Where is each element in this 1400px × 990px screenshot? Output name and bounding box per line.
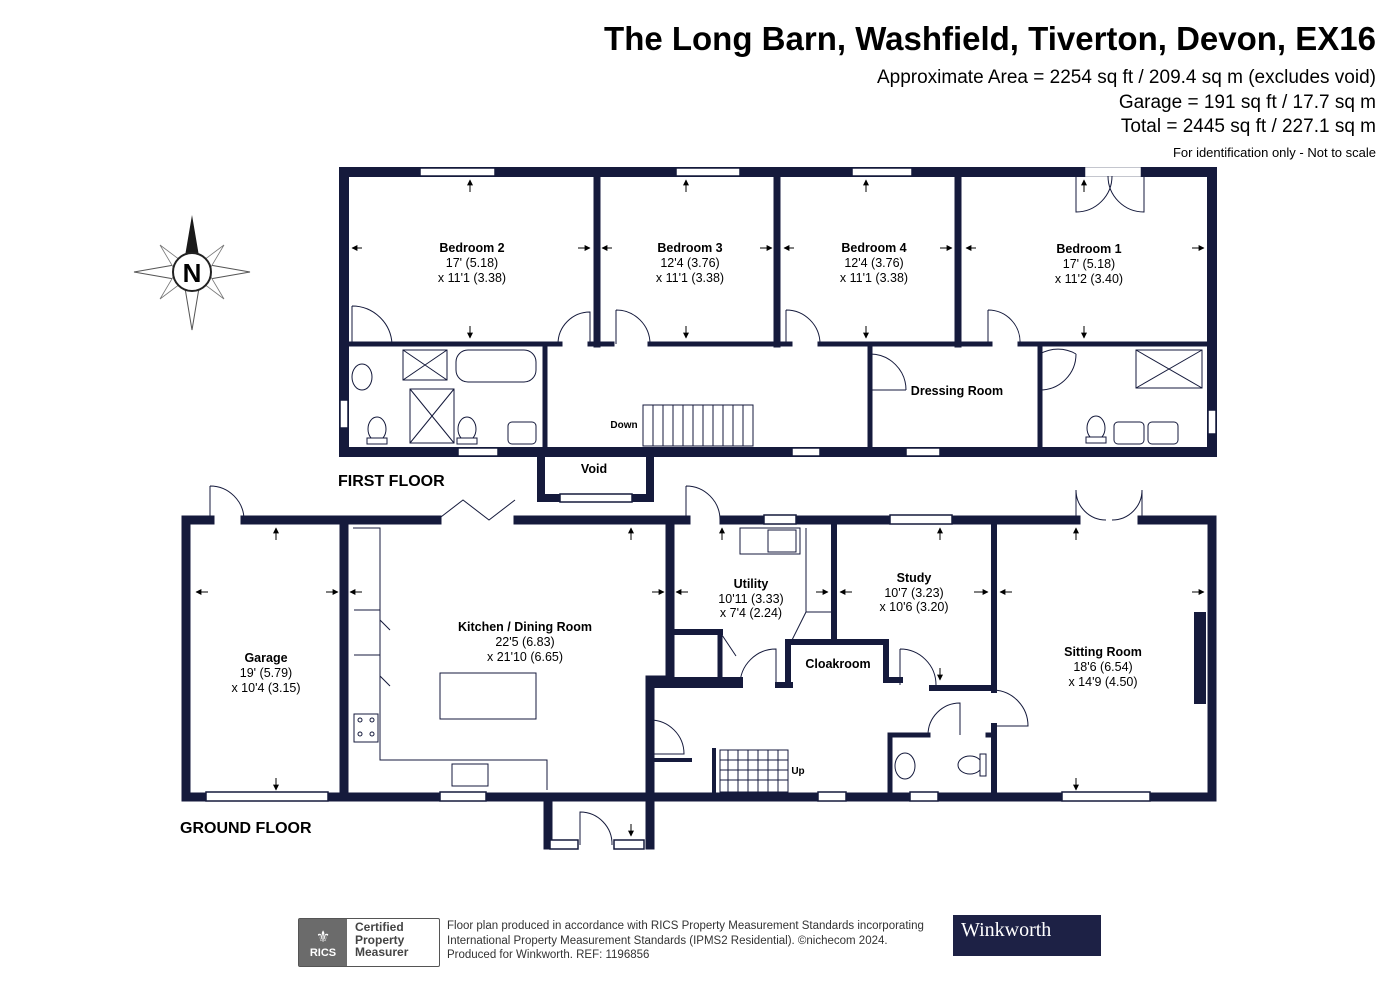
room-dim-bedroom4-b: x 11'1 (3.38) [840, 271, 908, 285]
room-name-utility: Utility [734, 577, 769, 591]
room-dim-bedroom3-b: x 11'1 (3.38) [656, 271, 724, 285]
brand-logo: Winkworth [953, 915, 1101, 956]
ground-floor-label: GROUND FLOOR [180, 820, 312, 837]
room-dim-utility-b: x 7'4 (2.24) [720, 606, 782, 620]
dimension-arrows [351, 179, 1205, 339]
scale-note: For identification only - Not to scale [1172, 145, 1376, 160]
room-dim-bedroom1-b: x 11'2 (3.40) [1055, 272, 1123, 286]
ground-dimension-arrows [195, 527, 1205, 837]
room-dim-sitting-a: 18'6 (6.54) [1073, 660, 1132, 674]
room-dim-garage-a: 19' (5.79) [240, 666, 292, 680]
room-name-bedroom1: Bedroom 1 [1056, 242, 1121, 256]
ground-floor [181, 515, 1217, 850]
footer-line-3: Produced for Winkworth. REF: 1196856 [447, 949, 650, 961]
area-garage: Garage = 191 sq ft / 17.7 sq m [1118, 92, 1376, 113]
room-name-bedroom3: Bedroom 3 [657, 241, 722, 255]
room-dim-bedroom2-b: x 11'1 (3.38) [438, 271, 506, 285]
stairs-up-label: Up [791, 766, 804, 777]
french-door-icon [1075, 175, 1145, 213]
room-name-sitting: Sitting Room [1064, 645, 1142, 659]
room-dim-kitchen-b: x 21'10 (6.65) [487, 650, 563, 664]
kitchen-units [353, 527, 834, 790]
first-floor-windows [339, 167, 1217, 503]
footer-disclaimer: Floor plan produced in accordance with R… [447, 919, 924, 963]
first-floor [339, 167, 1217, 502]
rics-line-2: Property [355, 932, 405, 947]
rics-line-1: Certified [355, 920, 404, 934]
room-name-cloakroom: Cloakroom [805, 657, 870, 671]
rics-logo-text: RICS [309, 946, 337, 959]
rics-logo: ⚜ RICS [299, 919, 347, 966]
first-floor-label: FIRST FLOOR [338, 473, 445, 490]
room-dim-bedroom1-a: 17' (5.18) [1063, 257, 1115, 271]
room-dim-study-b: x 10'6 (3.20) [879, 600, 948, 614]
area-total: Total = 2445 sq ft / 227.1 sq m [1120, 116, 1376, 137]
room-name-dressing: Dressing Room [911, 384, 1003, 398]
room-dim-sitting-b: x 14'9 (4.50) [1068, 675, 1137, 689]
stairs-up-icon [719, 749, 789, 793]
room-name-void: Void [581, 462, 607, 476]
room-dim-utility-a: 10'11 (3.33) [718, 592, 783, 606]
room-name-bedroom2: Bedroom 2 [439, 241, 504, 255]
room-dim-bedroom3-a: 12'4 (3.76) [660, 256, 719, 270]
room-dim-bedroom4-a: 12'4 (3.76) [844, 256, 903, 270]
room-dim-garage-b: x 10'4 (3.15) [231, 681, 300, 695]
rics-emblem-icon: ⚜ [315, 928, 331, 946]
bathroom-fixtures-icon [351, 349, 1203, 445]
rics-line-3: Measurer [355, 945, 409, 959]
room-dim-bedroom2-a: 17' (5.18) [446, 256, 498, 270]
fireplace-icon [1194, 612, 1206, 704]
room-dim-study-a: 10'7 (3.23) [884, 586, 943, 600]
stairs-down-icon [642, 404, 754, 447]
first-floor-doors [351, 305, 1077, 391]
footer-line-1: Floor plan produced in accordance with R… [447, 920, 924, 932]
compass-label: N [183, 258, 202, 288]
ground-floor-doors [209, 485, 1143, 846]
ground-floor-windows [205, 514, 1151, 850]
room-name-kitchen: Kitchen / Dining Room [458, 620, 592, 634]
room-name-study: Study [897, 571, 932, 585]
rics-badge: ⚜ RICS Certified Property Measurer [298, 918, 440, 967]
plan-title: The Long Barn, Washfield, Tiverton, Devo… [604, 20, 1376, 57]
footer-line-2: International Property Measurement Stand… [447, 934, 888, 947]
area-approximate: Approximate Area = 2254 sq ft / 209.4 sq… [876, 67, 1376, 88]
compass-icon: N [133, 215, 251, 331]
room-dim-kitchen-a: 22'5 (6.83) [495, 635, 554, 649]
cloakroom-fixtures-icon [767, 529, 987, 780]
room-name-garage: Garage [244, 651, 287, 665]
room-name-bedroom4: Bedroom 4 [841, 241, 906, 255]
stairs-down-label: Down [610, 420, 637, 431]
rics-certification: Certified Property Measurer [347, 919, 408, 966]
